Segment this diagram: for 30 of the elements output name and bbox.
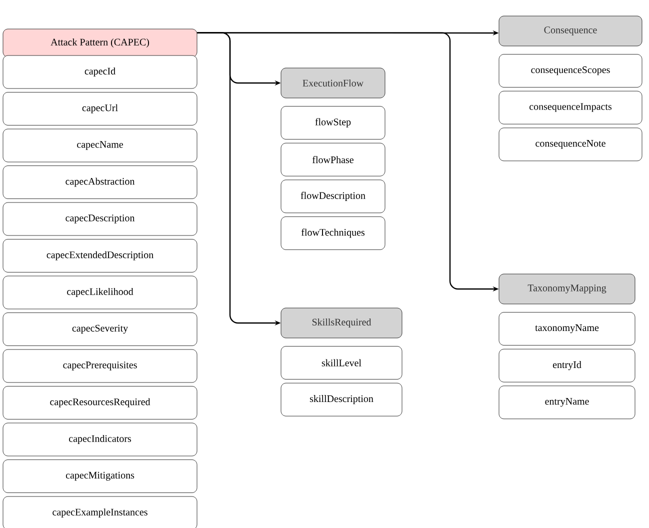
attribute-box: capecExampleInstances: [2, 496, 198, 528]
attribute-box: capecResourcesRequired: [2, 386, 198, 420]
attribute-box: capecName: [2, 128, 198, 162]
attribute-box: capecMitigations: [2, 460, 198, 493]
attribute-box: capecAbstraction: [2, 166, 198, 199]
attribute-box: capecLikelihood: [2, 276, 198, 310]
attribute-box: consequenceNote: [498, 128, 642, 162]
entity-header: TaxonomyMapping: [498, 274, 636, 304]
attribute-box: capecDescription: [2, 202, 198, 236]
attribute-box: capecUrl: [2, 92, 198, 126]
attribute-box: capecIndicators: [2, 422, 198, 456]
attribute-box: consequenceScopes: [498, 54, 642, 88]
attribute-box: flowDescription: [280, 180, 386, 214]
attribute-box: entryName: [498, 386, 636, 420]
attribute-box: capecSeverity: [2, 312, 198, 346]
entity-header: Attack Pattern (CAPEC): [2, 28, 198, 58]
attribute-box: consequenceImpacts: [498, 90, 642, 124]
attribute-box: skillLevel: [280, 346, 402, 380]
attribute-box: skillDescription: [280, 382, 402, 416]
entity-header: Consequence: [498, 16, 642, 46]
entity-header: SkillsRequired: [280, 308, 402, 338]
attribute-box: capecId: [2, 55, 198, 89]
attribute-box: taxonomyName: [498, 312, 636, 346]
attribute-box: flowPhase: [280, 142, 386, 176]
attribute-box: entryId: [498, 348, 636, 382]
entity-header: ExecutionFlow: [280, 68, 386, 98]
attribute-box: flowStep: [280, 106, 386, 140]
attribute-box: capecExtendedDescription: [2, 239, 198, 272]
attribute-box: flowTechniques: [280, 216, 386, 250]
attribute-box: capecPrerequisites: [2, 349, 198, 383]
